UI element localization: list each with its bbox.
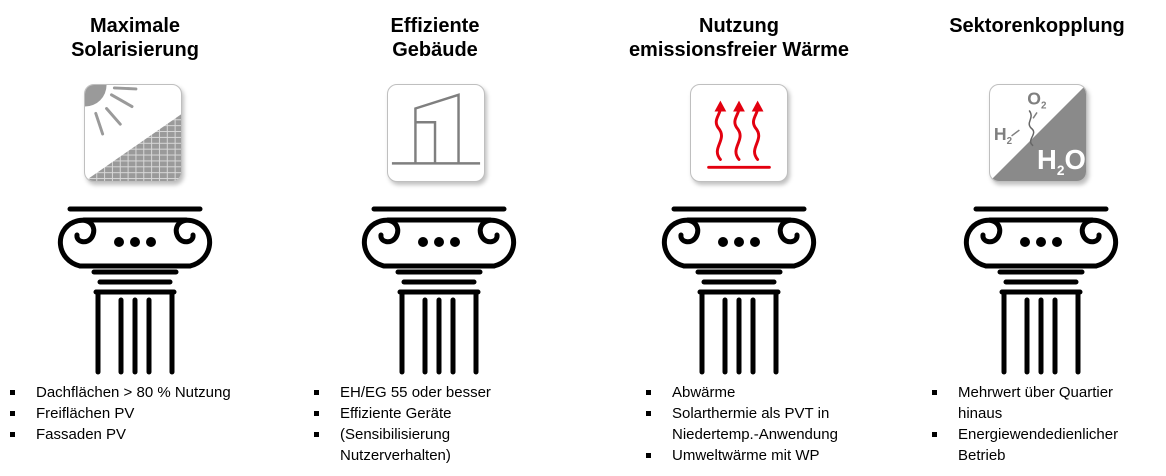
water-electrolysis-icon: O2 H2 H2O: [989, 84, 1087, 182]
pillar-solarisierung: Maximale Solarisierung Dachflächen > 80 …: [0, 0, 290, 476]
pillar-title-line: Solarisierung: [71, 39, 199, 61]
list-item: Solarthermie als PVT in Niedertemp.-Anwe…: [636, 403, 862, 445]
heat-waves-icon: [690, 84, 788, 182]
column-icon: [50, 196, 220, 376]
h2o-label: H2O: [1037, 144, 1086, 178]
list-item: Dachflächen > 80 % Nutzung: [0, 382, 240, 403]
pillar-title: Maximale Solarisierung: [0, 14, 270, 62]
pillar-title-line: Nutzung: [699, 15, 779, 37]
pillar-title-line: Effiziente: [390, 15, 480, 37]
bullet-list: Mehrwert über Quartier hinaus Energiewen…: [922, 382, 1162, 466]
solar-roof-icon: [84, 84, 182, 182]
column-icon: [654, 196, 824, 376]
pillar-title-line: Gebäude: [392, 39, 478, 61]
pillar-title-line: emissionsfreier Wärme: [628, 39, 850, 61]
list-item: Abwärme: [636, 382, 896, 403]
pillar-title: Nutzung emissionsfreier Wärme: [604, 14, 874, 62]
o2-label: O2: [1027, 89, 1047, 112]
column-icon: [354, 196, 524, 376]
pillar-title-line: Maximale: [89, 15, 181, 37]
building-icon: [387, 84, 485, 182]
h2-label: H2: [994, 124, 1013, 147]
pillar-title-line: Sektorenkopplung: [949, 15, 1125, 37]
pillar-gebaeude: Effiziente Gebäude EH/EG 55 oder besser …: [300, 0, 590, 476]
bullet-list: Dachflächen > 80 % Nutzung Freiflächen P…: [0, 382, 240, 445]
pillar-title: Sektorenkopplung: [902, 14, 1166, 38]
list-item: Umweltwärme mit WP: [636, 445, 896, 466]
bullet-list: Abwärme Solarthermie als PVT in Niederte…: [636, 382, 896, 466]
list-item: Effiziente Geräte: [304, 403, 544, 424]
list-item: Freiflächen PV: [0, 403, 240, 424]
list-item: Fassaden PV: [0, 424, 240, 445]
list-item: EH/EG 55 oder besser: [304, 382, 544, 403]
pillar-title: Effiziente Gebäude: [300, 14, 570, 62]
list-item: (Sensibilisierung Nutzerverhalten): [304, 424, 540, 466]
list-item: Mehrwert über Quartier hinaus: [922, 382, 1138, 424]
column-icon: [956, 196, 1126, 376]
bullet-list: EH/EG 55 oder besser Effiziente Geräte (…: [304, 382, 544, 466]
pillar-sektorenkopplung: Sektorenkopplung O2 H2 H2O Mehrwert über…: [902, 0, 1166, 476]
list-item: Energiewendedienlicher Betrieb: [922, 424, 1138, 466]
pillar-waerme: Nutzung emissionsfreier Wärme Abwärme So…: [604, 0, 894, 476]
